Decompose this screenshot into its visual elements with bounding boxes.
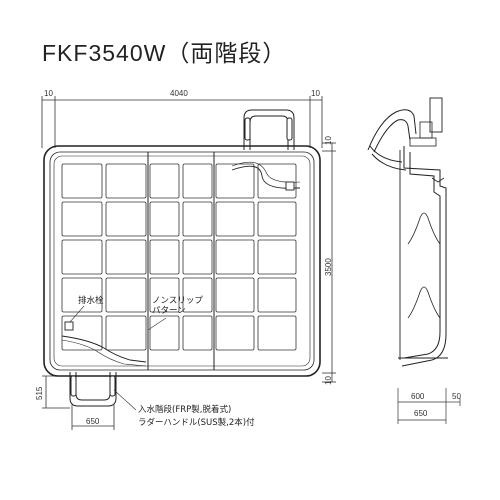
nonslip-tile [215,277,255,313]
dim-right-bottom: 10 [324,376,333,385]
drain-plug-marker [64,321,74,331]
dim-top-right: 10 [311,89,320,98]
dim-top-left: 10 [44,89,53,98]
nonslip-tile [61,201,103,237]
nonslip-tile [149,315,180,351]
nonslip-tile [149,239,180,275]
pool-plan [43,145,321,377]
dim-side-width: 600 [411,392,425,401]
nonslip-tile [105,163,147,199]
label-ladder-line2: ラダーハンドル(SUS製,2本)付 [138,418,255,428]
bottom-left-stair [61,335,147,407]
nonslip-tile [149,163,180,199]
nonslip-tile [105,277,147,313]
nonslip-tile [61,239,103,275]
nonslip-tile [182,201,213,237]
dim-top-width: 4040 [170,89,188,98]
dim-bottom-step-width: 650 [86,417,100,426]
label-non-slip: ノンスリップ パターン [152,296,203,316]
page-title: FKF3540W（両階段） [42,40,287,66]
nonslip-tile [182,163,213,199]
nonslip-tile [105,201,147,237]
dim-right-height: 3500 [324,258,333,276]
nonslip-tile [182,277,213,313]
nonslip-tile [257,239,297,275]
label-ladder-line1: 入水階段(FRP製,脱着式) [138,405,232,415]
nonslip-tile [257,163,297,199]
nonslip-tile [182,239,213,275]
nonslip-tile [61,163,103,199]
nonslip-tile [105,239,147,275]
label-drain-plug: 排水栓 [78,296,104,306]
nonslip-tile [257,277,297,313]
nonslip-tile [61,277,103,313]
nonslip-tile [215,201,255,237]
nonslip-tile [105,315,147,351]
dim-left-step-depth: 515 [35,386,44,400]
nonslip-tile [61,315,103,351]
nonslip-tile [149,277,180,313]
dim-side-margin: 50 [452,392,461,401]
nonslip-tile [215,239,255,275]
dim-side-total: 650 [414,409,428,418]
nonslip-grid [61,163,297,351]
side-view [367,97,448,367]
nonslip-tile [257,315,297,351]
nonslip-tile [257,201,297,237]
dim-right-top: 10 [324,136,333,145]
nonslip-tile [215,163,255,199]
nonslip-tile [182,315,213,351]
nonslip-tile [149,201,180,237]
top-right-stair [231,109,301,189]
nonslip-tile [215,315,255,351]
